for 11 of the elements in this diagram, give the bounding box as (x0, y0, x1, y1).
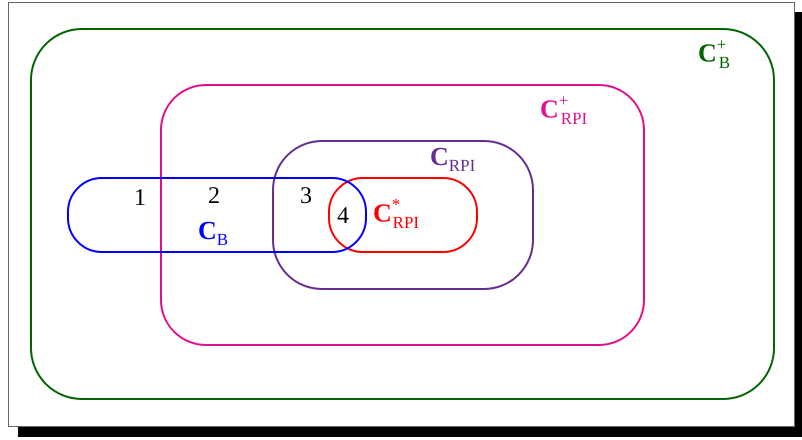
rounded-region (272, 140, 534, 290)
rounded-region (160, 84, 645, 346)
rounded-region (328, 177, 478, 253)
set-label: C$_{RPI}$ (430, 144, 476, 174)
region-number: 2 (208, 184, 220, 208)
set-label: C$_{B}$ (198, 218, 228, 248)
rounded-region (67, 177, 367, 253)
rounded-region (30, 28, 775, 400)
region-number: 4 (337, 204, 349, 228)
region-number: 1 (134, 186, 146, 210)
region-number: 3 (300, 184, 312, 208)
